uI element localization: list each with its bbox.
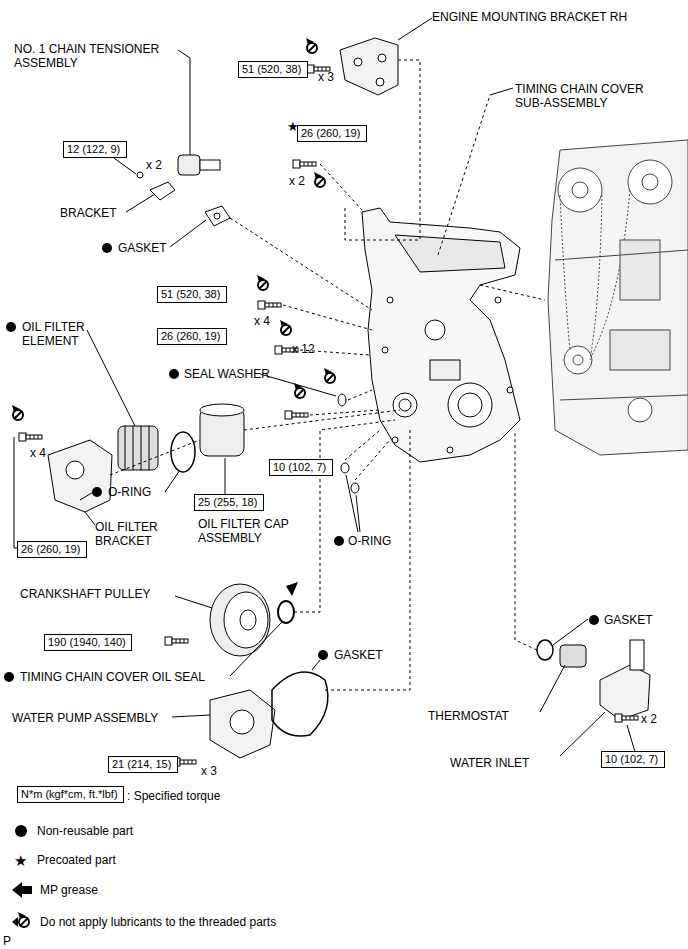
part-label: GASKET: [118, 241, 167, 255]
part-label: x 4: [30, 446, 46, 460]
torque-box: 51 (520, 38): [238, 61, 308, 78]
torque-value: 51 (520, 38): [161, 288, 220, 300]
legend-text: Non-reusable part: [37, 824, 133, 838]
part-label: x 4: [254, 314, 270, 328]
legend-text: : Specified torque: [127, 789, 220, 803]
part-label: TIMING CHAIN COVER OIL SEAL: [20, 670, 205, 684]
torque-box: 51 (520, 38): [157, 286, 227, 303]
part-label: x 12: [292, 342, 315, 356]
part-label: O-RING: [348, 534, 391, 548]
part-label: x 2: [146, 158, 162, 172]
legend-text: Do not apply lubricants to the threaded …: [40, 915, 276, 929]
torque-box: 21 (214, 15): [108, 756, 178, 773]
part-label: OIL FILTER BRACKET: [95, 520, 167, 548]
part-label: ENGINE MOUNTING BRACKET RH: [432, 10, 627, 24]
part-label: x 3: [201, 764, 217, 778]
part-label: WATER INLET: [450, 756, 529, 770]
part-label: GASKET: [334, 648, 383, 662]
svg-text:★: ★: [14, 852, 27, 869]
torque-box: 190 (1940, 140): [44, 634, 132, 651]
torque-box: 26 (260, 19): [17, 541, 87, 558]
torque-value: 10 (102, 7): [273, 461, 326, 473]
legend-text: MP grease: [40, 883, 98, 897]
legend-text: Precoated part: [37, 853, 116, 867]
part-label: SEAL WASHER: [184, 367, 270, 381]
part-label: BRACKET: [60, 206, 117, 220]
part-label: TIMING CHAIN COVER SUB-ASSEMBLY: [515, 82, 675, 110]
torque-box: 12 (122, 9): [63, 141, 127, 158]
part-label: THERMOSTAT: [428, 709, 509, 723]
torque-value: 21 (214, 15): [112, 758, 171, 770]
torque-box: 10 (102, 7): [269, 459, 333, 476]
part-label: GASKET: [604, 613, 653, 627]
torque-value: 26 (260, 19): [161, 330, 220, 342]
part-label: P: [3, 934, 11, 948]
torque-value: 10 (102, 7): [605, 753, 658, 765]
part-label: OIL FILTER CAP ASSEMBLY: [198, 517, 310, 545]
part-label: x 2: [641, 712, 657, 726]
torque-value: 26 (260, 19): [301, 127, 360, 139]
torque-value: 25 (255, 18): [198, 496, 257, 508]
part-label: WATER PUMP ASSEMBLY: [12, 711, 158, 725]
part-label: O-RING: [108, 485, 151, 499]
torque-box: 25 (255, 18): [194, 494, 264, 511]
part-label: NO. 1 CHAIN TENSIONER ASSEMBLY: [14, 42, 182, 70]
torque-box: 10 (102, 7): [601, 751, 665, 768]
torque-box: 26 (260, 19): [157, 328, 227, 345]
torque-value: 190 (1940, 140): [48, 636, 126, 648]
part-label: x 3: [318, 70, 334, 84]
part-label: CRANKSHAFT PULLEY: [20, 587, 150, 601]
torque-value: 26 (260, 19): [21, 543, 80, 555]
torque-value: 12 (122, 9): [67, 143, 120, 155]
part-label: OIL FILTER ELEMENT: [22, 320, 98, 348]
part-label: x 2: [289, 174, 305, 188]
torque-box: N*m (kgf*cm, ft.*lbf): [17, 786, 124, 803]
torque-box: 26 (260, 19): [297, 125, 367, 142]
torque-value: N*m (kgf*cm, ft.*lbf): [21, 788, 118, 800]
torque-value: 51 (520, 38): [242, 63, 301, 75]
